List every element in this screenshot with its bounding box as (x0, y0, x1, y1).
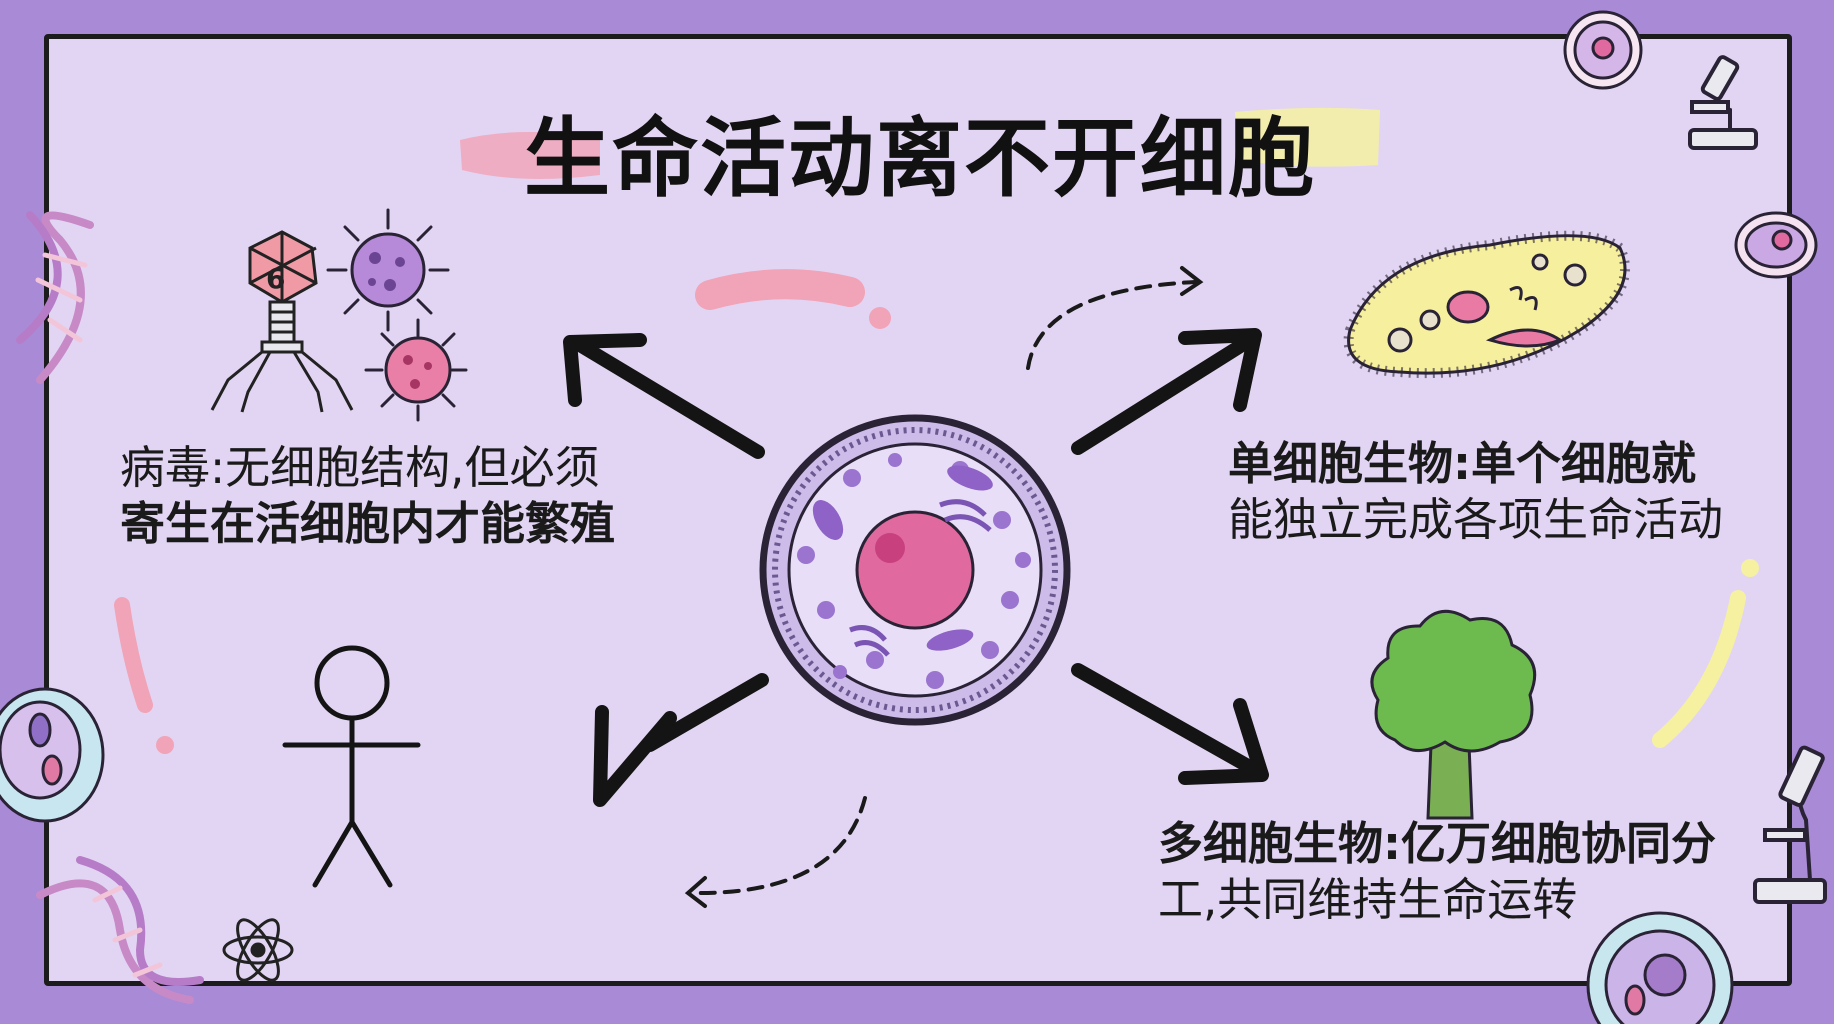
paramecium-icon (1343, 230, 1630, 379)
tree-icon (1370, 609, 1537, 820)
pink-highlight (460, 131, 600, 179)
microscope-icon-bottom (1753, 745, 1827, 904)
dna-icon-top-left (16, 211, 94, 384)
phage-number: 6 (266, 262, 286, 295)
corner-cell-icon-right (1734, 211, 1818, 279)
left-pink-stroke (114, 597, 153, 713)
dna-icon-bottom-left (36, 856, 204, 1004)
arrow-down-right (1071, 663, 1269, 785)
single-cell-line-1: 单细胞生物:单个细胞就 (1228, 437, 1696, 490)
right-yellow-dot (1741, 559, 1759, 577)
pink-virus-icon (364, 318, 468, 422)
virus-description: 病毒:无细胞结构,但必须 寄生在活细胞内才能繁殖 (120, 440, 680, 552)
single-cell-line-2: 能独立完成各项生命活动 (1228, 493, 1724, 546)
multi-cell-description: 多细胞生物:亿万细胞协同分 工,共同维持生命运转 (1158, 816, 1758, 928)
arrow-down-left (593, 673, 769, 807)
arrow-up-left (563, 333, 765, 459)
virus-line-2: 寄生在活细胞内才能繁殖 (120, 497, 616, 550)
right-yellow-stroke (1652, 590, 1746, 748)
corner-cell-icon-top (1563, 10, 1643, 90)
dashed-arrow-bottom-head (684, 876, 707, 908)
page-title: 生命活动离不开细胞 (524, 109, 1316, 209)
corner-cell-icon-left (0, 687, 105, 823)
multi-cell-line-1: 多细胞生物:亿万细胞协同分 (1158, 817, 1716, 870)
dashed-arrow-top-head (1180, 266, 1204, 296)
corner-cell-icon-bottom (1586, 911, 1734, 1024)
pink-stroke (695, 269, 865, 310)
dashed-arrow-top (1026, 280, 1197, 370)
arrow-up-right (1071, 328, 1262, 455)
microscope-icon-top (1688, 55, 1758, 150)
atom-icon (222, 918, 294, 982)
stick-figure-icon (282, 645, 421, 888)
single-cell-description: 单细胞生物:单个细胞就 能独立完成各项生命活动 (1228, 436, 1748, 548)
yellow-highlight (1235, 107, 1380, 167)
bacteriophage-icon (210, 230, 354, 413)
multi-cell-line-2: 工,共同维持生命运转 (1158, 873, 1578, 926)
pink-dot (869, 307, 891, 329)
virus-line-1: 病毒:无细胞结构,但必须 (120, 441, 600, 494)
left-pink-dot (156, 736, 174, 754)
central-cell (759, 414, 1071, 726)
dashed-arrow-bottom (690, 796, 867, 896)
purple-virus-icon (326, 208, 450, 332)
